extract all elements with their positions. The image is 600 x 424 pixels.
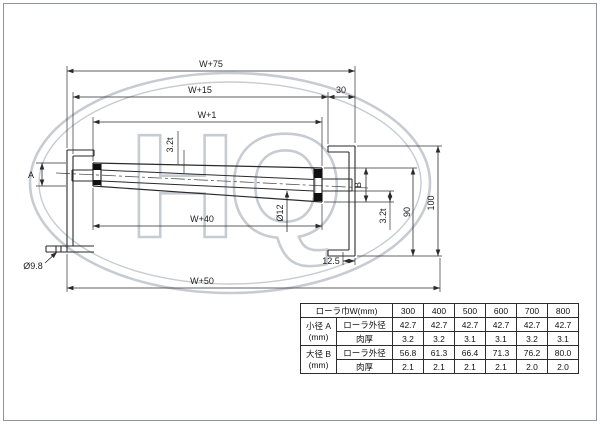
table-cell: 71.3 <box>485 345 517 360</box>
col-width-800: 800 <box>547 303 579 318</box>
left-frame <box>45 149 95 253</box>
watermark-text: HQ <box>129 104 337 269</box>
dim-label-t-right: 3.2t <box>378 208 388 224</box>
table-cell: 80.0 <box>547 345 579 360</box>
table-cell: 3.2 <box>516 331 548 346</box>
table-corner-label: ローラ巾W(mm) <box>300 303 393 318</box>
table-cell: 2.0 <box>547 359 579 374</box>
dim-label-w50: W+50 <box>190 276 214 286</box>
dim-label-w15: W+15 <box>188 85 212 95</box>
row-name: 肉厚 <box>336 359 393 374</box>
table-cell: 42.7 <box>454 317 486 332</box>
table-cell: 42.7 <box>485 317 517 332</box>
dim-label-w40: W+40 <box>190 214 214 224</box>
group-label: 大径 B <box>305 348 332 359</box>
table-cell: 3.1 <box>485 331 517 346</box>
table-cell: 3.2 <box>423 331 455 346</box>
table-header-row: ローラ巾W(mm) 300 400 500 600 700 800 <box>300 303 579 318</box>
dim-label-b: B <box>353 182 363 188</box>
roller-body <box>92 162 323 203</box>
table-cell: 3.2 <box>392 331 424 346</box>
row-name: ローラ外径 <box>336 317 393 332</box>
watermark-ellipse-inner <box>38 81 422 285</box>
table-row: 肉厚 2.1 2.1 2.1 2.1 2.0 2.0 <box>301 359 579 374</box>
group-label: 小径 A <box>305 320 332 331</box>
table-cell: 42.7 <box>516 317 548 332</box>
table-row: 肉厚 3.2 3.2 3.1 3.1 3.2 3.1 <box>301 331 579 346</box>
dim-label-w1: W+1 <box>198 110 217 120</box>
col-width-300: 300 <box>392 303 424 318</box>
table-cell: 3.1 <box>454 331 486 346</box>
dim-label-t-left: 3.2t <box>165 137 175 153</box>
col-width-400: 400 <box>423 303 455 318</box>
dim-label-30: 30 <box>336 85 346 95</box>
dim-label-90: 90 <box>402 207 412 217</box>
hq-watermark: HQ <box>28 71 432 295</box>
table-cell: 42.7 <box>392 317 424 332</box>
table-cell: 2.0 <box>516 359 548 374</box>
table-cell: 76.2 <box>516 345 548 360</box>
table-cell: 2.1 <box>485 359 517 374</box>
table-row: 大径 B (mm) ローラ外径 56.8 61.3 66.4 71.3 76.2… <box>300 345 579 374</box>
col-width-600: 600 <box>485 303 517 318</box>
col-width-500: 500 <box>454 303 486 318</box>
sheet-border <box>3 3 597 421</box>
table-cell: 56.8 <box>392 345 424 360</box>
group-large-dia: 大径 B (mm) <box>300 345 337 374</box>
row-name: 肉厚 <box>336 331 393 346</box>
row-name: ローラ外径 <box>336 345 393 360</box>
center-line <box>55 172 369 189</box>
dimension-lines <box>39 68 441 291</box>
table-cell: 42.7 <box>547 317 579 332</box>
table-cell: 66.4 <box>454 345 486 360</box>
group-unit: (mm) <box>308 359 329 370</box>
dim-label-shaft-dia: Ø12 <box>275 204 285 221</box>
extension-lines <box>36 66 442 292</box>
group-unit: (mm) <box>308 331 329 342</box>
dim-label-125: 12.5 <box>322 256 340 266</box>
table-cell: 61.3 <box>423 345 455 360</box>
table-cell: 2.1 <box>454 359 486 374</box>
table-cell: 2.1 <box>392 359 424 374</box>
dim-label-w75: W+75 <box>199 59 223 69</box>
dim-label-hole-dia: Ø9.8 <box>23 261 43 271</box>
table-cell: 3.1 <box>547 331 579 346</box>
leader-hole-dia <box>44 251 58 264</box>
group-small-dia: 小径 A (mm) <box>300 317 337 346</box>
dim-label-a: A <box>28 170 34 180</box>
table-cell: 2.1 <box>423 359 455 374</box>
right-frame <box>327 145 356 257</box>
dim-label-100: 100 <box>426 195 436 210</box>
table-row: 小径 A (mm) ローラ外径 42.7 42.7 42.7 42.7 42.7… <box>300 317 579 346</box>
spec-table: ローラ巾W(mm) 300 400 500 600 700 800 小径 A (… <box>300 303 579 374</box>
table-cell: 42.7 <box>423 317 455 332</box>
col-width-700: 700 <box>516 303 548 318</box>
